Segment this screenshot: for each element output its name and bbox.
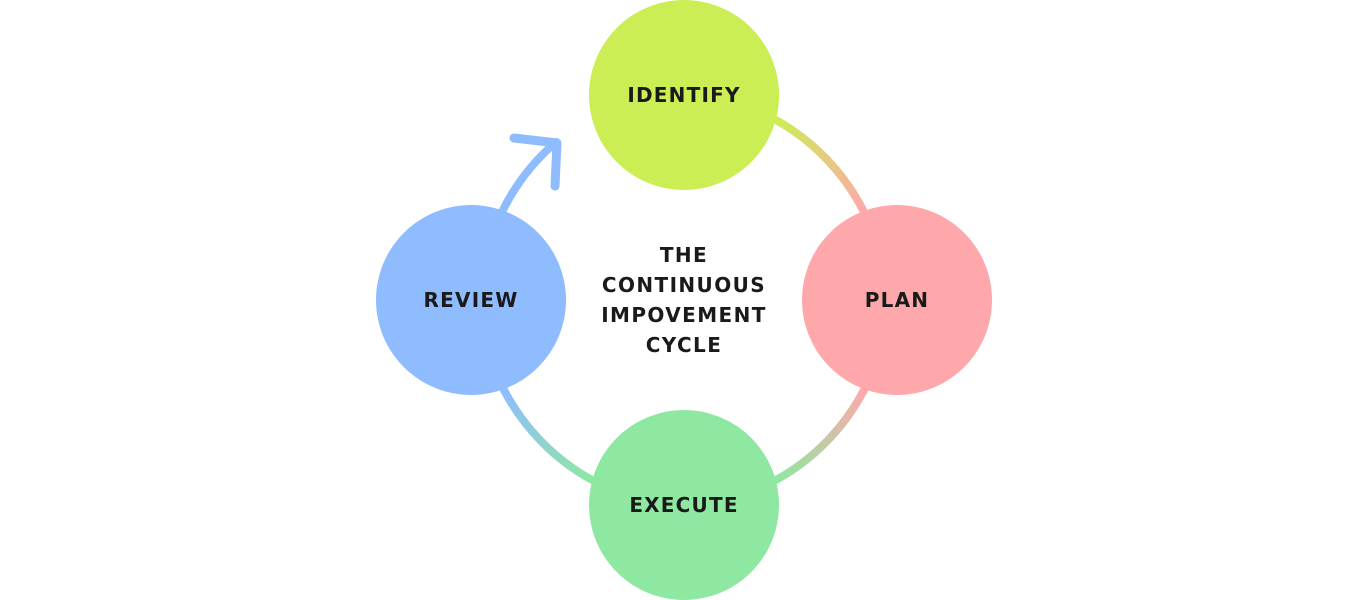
node-label-plan: PLAN — [864, 288, 930, 312]
title-line-4: CYCLE — [645, 333, 723, 357]
connector-identify-plan — [772, 116, 868, 216]
node-review: REVIEW — [376, 205, 566, 395]
node-label-identify: IDENTIFY — [627, 83, 741, 107]
node-plan: PLAN — [802, 205, 992, 395]
diagram-title: THE CONTINUOUS IMPOVEMENT CYCLE — [584, 240, 784, 360]
title-line-2: CONTINUOUS — [601, 273, 767, 297]
node-label-execute: EXECUTE — [629, 493, 739, 517]
connector-review-identify — [498, 138, 560, 216]
node-identify: IDENTIFY — [589, 0, 779, 190]
node-label-review: REVIEW — [423, 288, 519, 312]
title-line-3: IMPOVEMENT — [601, 303, 767, 327]
node-execute: EXECUTE — [589, 410, 779, 600]
arrowhead-icon — [509, 133, 562, 191]
connector-plan-execute — [772, 386, 868, 484]
connector-execute-review — [500, 386, 596, 484]
title-line-1: THE — [659, 243, 709, 267]
